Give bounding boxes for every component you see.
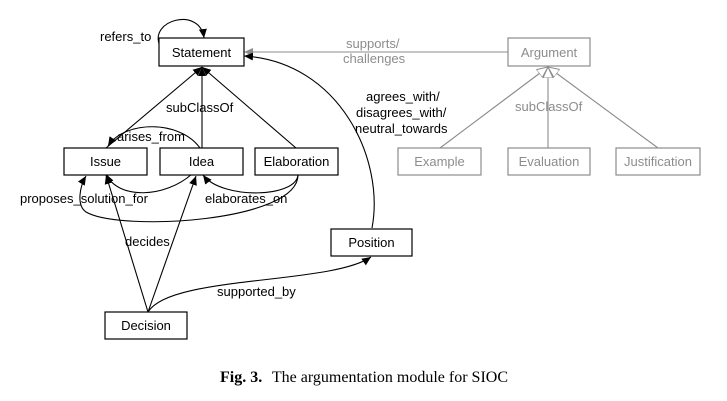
node-example: Example xyxy=(397,147,482,176)
svg-text:Statement: Statement xyxy=(172,45,232,60)
edge-supported-by xyxy=(147,256,372,313)
caption-label: Fig. 3. xyxy=(220,369,262,386)
edge-agrees-with xyxy=(243,52,375,229)
label-neutral-towards: neutral_towards xyxy=(355,121,448,136)
svg-text:Justification: Justification xyxy=(624,154,692,169)
edge-elaboration-subclass xyxy=(201,66,297,149)
label-arises-from: arises_from xyxy=(117,129,185,144)
node-position: Position xyxy=(330,228,413,257)
svg-text:Example: Example xyxy=(414,154,465,169)
label-proposes-solution-for: proposes_solution_for xyxy=(20,191,149,206)
svg-text:Position: Position xyxy=(348,235,394,250)
edge-issue-subclass xyxy=(105,66,203,149)
edge-refers-to xyxy=(157,19,207,47)
svg-text:Evaluation: Evaluation xyxy=(519,154,580,169)
node-idea: Idea xyxy=(159,147,244,176)
label-elaborates-on: elaborates_on xyxy=(205,191,287,206)
node-argument: Argument xyxy=(507,37,591,67)
label-decides: decides xyxy=(125,234,170,249)
svg-text:Issue: Issue xyxy=(90,154,121,169)
label-agrees-with: agrees_with/ xyxy=(366,89,440,104)
node-decision: Decision xyxy=(104,311,188,340)
node-statement: Statement xyxy=(158,37,245,67)
edge-proposes-solution-for xyxy=(105,173,193,194)
label-disagrees-with: disagrees_with/ xyxy=(356,105,447,120)
figure-caption: Fig. 3. The argumentation module for SIO… xyxy=(220,369,508,386)
label-supported-by: supported_by xyxy=(217,284,296,299)
edge-justification-subclass xyxy=(548,67,659,149)
node-justification: Justification xyxy=(615,147,701,176)
edge-arises-from xyxy=(107,126,201,149)
edge-decides-issue xyxy=(104,174,149,313)
edge-example-subclass xyxy=(439,67,548,149)
label-refers-to: refers_to xyxy=(100,29,151,44)
edge-elaborates-on-idea xyxy=(202,173,299,194)
node-evaluation: Evaluation xyxy=(507,147,591,176)
svg-text:Idea: Idea xyxy=(189,154,215,169)
label-challenges: challenges xyxy=(343,51,406,66)
edge-decides-idea xyxy=(147,175,197,313)
label-supports: supports/ xyxy=(346,36,400,51)
label-subclassof-right: subClassOf xyxy=(515,99,583,114)
svg-text:Elaboration: Elaboration xyxy=(264,154,330,169)
node-elaboration: Elaboration xyxy=(254,147,339,176)
node-issue: Issue xyxy=(63,147,148,176)
caption-text: The argumentation module for SIOC xyxy=(272,369,508,386)
svg-text:Decision: Decision xyxy=(121,318,171,333)
edge-elaborates-on-issue xyxy=(77,173,299,223)
label-subclassof-left: subClassOf xyxy=(166,100,234,115)
svg-text:Argument: Argument xyxy=(521,45,578,60)
